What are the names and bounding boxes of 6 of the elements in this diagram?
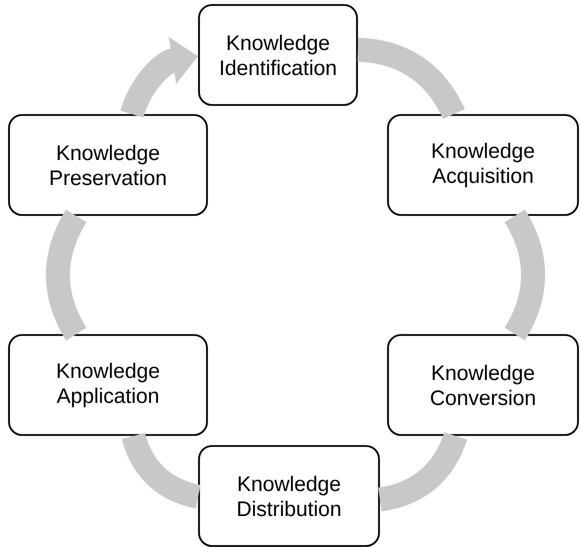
process-box: Knowledge Application [8, 334, 208, 436]
process-box: Knowledge Acquisition [387, 114, 579, 216]
process-box: Knowledge Conversion [387, 334, 579, 436]
process-box: Knowledge Distribution [198, 445, 380, 547]
process-box: Knowledge Preservation [8, 114, 208, 216]
process-box: Knowledge Identification [198, 4, 358, 106]
